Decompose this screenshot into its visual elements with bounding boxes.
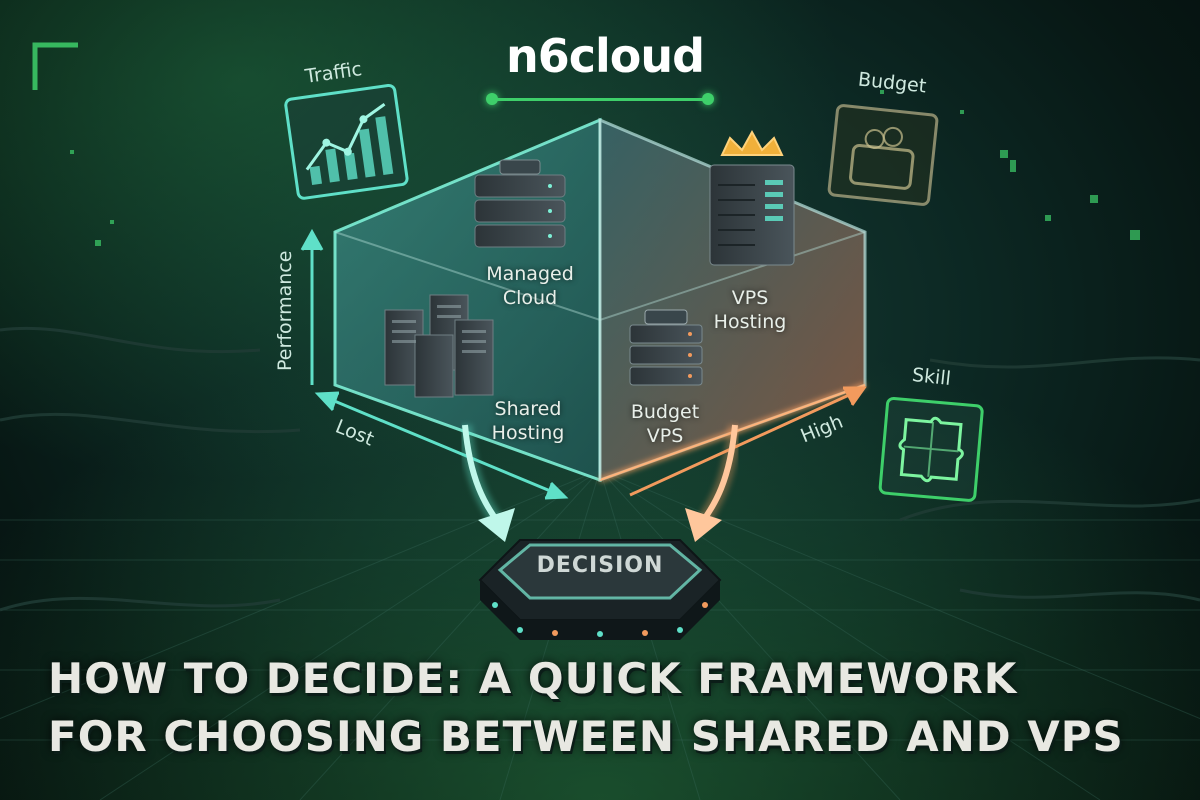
label-managed-cloud: Managed Cloud bbox=[486, 263, 574, 309]
logo-dot-left bbox=[486, 93, 498, 105]
cost-axis-arrow bbox=[314, 391, 569, 500]
brand-logo: n6cloud bbox=[486, 29, 720, 110]
traffic-panel bbox=[284, 83, 409, 200]
headline: HOW TO DECIDE: A QUICK FRAMEWORK FOR CHO… bbox=[48, 650, 1168, 766]
headline-line-2: FOR CHOOSING BETWEEN SHARED AND VPS bbox=[48, 712, 1124, 761]
brand-logo-text: n6cloud bbox=[505, 29, 705, 83]
managed-cloud-server-icon bbox=[474, 159, 566, 248]
decision-label: DECISION bbox=[536, 553, 664, 578]
label-shared-hosting: Shared Hosting bbox=[491, 398, 565, 444]
flow-arrow-left bbox=[458, 424, 515, 542]
budget-vps-server-icon bbox=[629, 309, 703, 386]
budget-panel bbox=[827, 104, 939, 206]
logo-underline bbox=[490, 98, 710, 101]
flow-arrow-right bbox=[685, 424, 742, 542]
headline-line-1: HOW TO DECIDE: A QUICK FRAMEWORK bbox=[48, 654, 1018, 703]
performance-axis-arrow bbox=[300, 228, 324, 385]
vps-tower-icon bbox=[709, 129, 795, 266]
skill-panel bbox=[878, 397, 984, 502]
shared-hosting-racks-icon bbox=[384, 294, 494, 398]
decision-platform bbox=[478, 539, 722, 640]
label-skill: Skill bbox=[910, 364, 952, 390]
logo-dot-right bbox=[702, 93, 714, 105]
skill-axis-arrow bbox=[629, 386, 867, 497]
label-budget-vps: Budget VPS bbox=[630, 401, 700, 447]
label-vps-hosting: VPS Hosting bbox=[713, 287, 787, 333]
label-performance: Performance bbox=[274, 250, 296, 371]
